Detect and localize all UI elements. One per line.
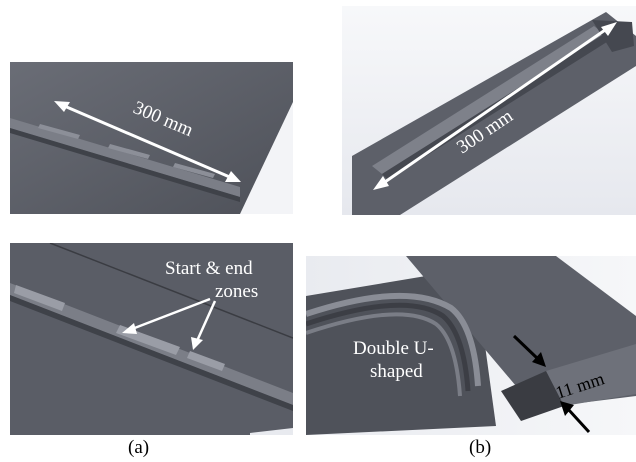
annotation-label-line2: shaped <box>370 361 423 382</box>
panel-bottom-left-figure: Start & end zones <box>10 243 293 435</box>
annotation-arrow <box>195 300 217 342</box>
thickness-arrow-top <box>512 334 540 361</box>
annotation-label-line2: zones <box>215 281 258 302</box>
end-face <box>546 344 636 406</box>
caption-b: (b) <box>469 437 492 458</box>
panel-bottom-right-figure: Double U- shaped 11 mm <box>306 256 636 435</box>
panel-bottom-left: Start & end zones <box>10 243 293 435</box>
caption-a: (a) <box>128 437 150 458</box>
panel-top-left: 300 mm <box>10 62 293 214</box>
groove-band <box>10 118 240 197</box>
thickness-arrow-bottom <box>566 407 591 434</box>
panel-top-right: 300 mm <box>342 6 636 215</box>
dimension-arrow <box>381 26 609 186</box>
panel-bottom-right: Double U- shaped 11 mm <box>306 256 636 435</box>
annotation-arrow <box>131 297 211 331</box>
dimension-arrow <box>61 103 233 180</box>
panel-top-right-figure: 300 mm <box>342 6 636 215</box>
annotation-label-line1: Start & end <box>165 258 253 279</box>
panel-top-left-figure: 300 mm <box>10 62 293 214</box>
annotation-label-line1: Double U- <box>353 338 434 359</box>
sheet-surface <box>10 62 293 214</box>
u-channel-part <box>306 275 496 435</box>
